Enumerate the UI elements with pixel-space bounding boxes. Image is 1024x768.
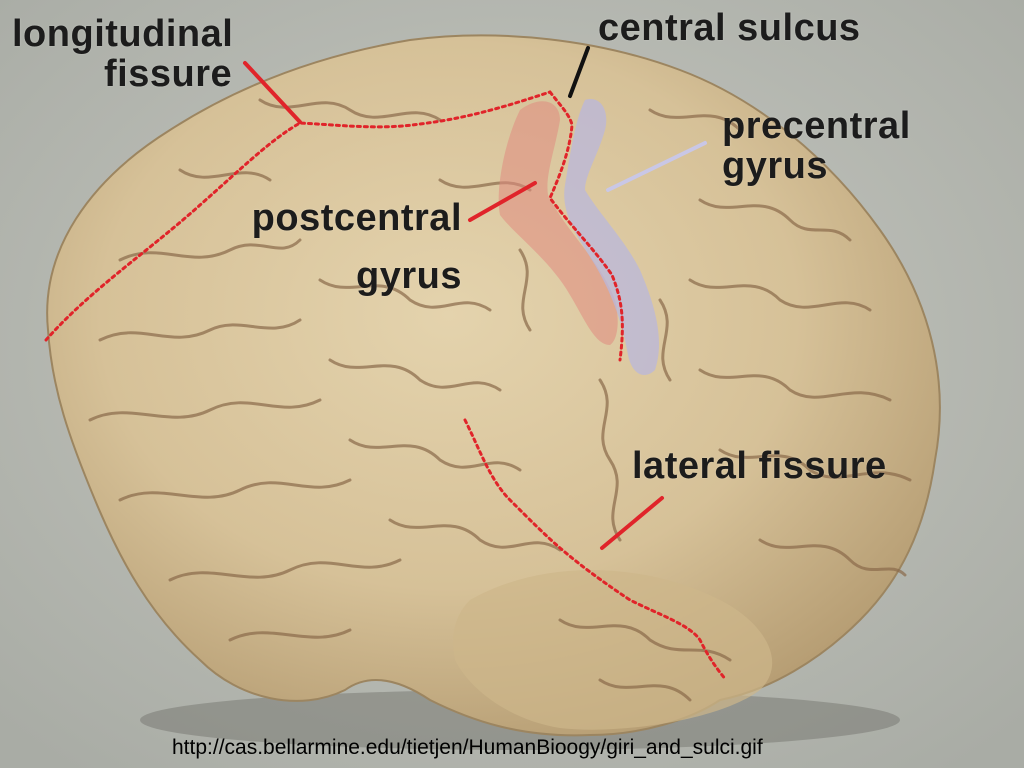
postcentral-gyrus-label-line1: postcentral — [251, 197, 462, 239]
source-url: http://cas.bellarmine.edu/tietjen/HumanB… — [172, 736, 763, 759]
lateral-fissure-label: lateral fissure — [632, 445, 887, 487]
precentral-highlight — [564, 99, 660, 375]
precentral-gyrus-label-line2: gyrus — [722, 145, 828, 187]
central-sulcus-line — [548, 90, 624, 362]
lateral-pointer — [600, 496, 664, 550]
longitudinal-fissure-label: longitudinal fissure — [12, 14, 233, 94]
longitudinal-fissure-line — [44, 90, 552, 342]
postcentral-gyrus-label-line2: gyrus — [356, 255, 462, 297]
precentral-pointer — [606, 141, 707, 192]
postcentral-gyrus-label: postcentral gyrus — [240, 198, 462, 296]
longitudinal-fissure-label-line2: fissure — [104, 53, 233, 95]
central-sulcus-pointer — [568, 46, 590, 98]
postcentral-pointer — [468, 181, 537, 222]
precentral-gyrus-label: precentral gyrus — [722, 106, 911, 186]
postcentral-highlight — [498, 101, 618, 345]
lateral-fissure-line — [463, 418, 728, 682]
longitudinal-pointer — [243, 61, 302, 124]
temporal-lobe — [453, 570, 773, 730]
boundary-lines — [44, 90, 728, 682]
longitudinal-fissure-label-line1: longitudinal — [12, 13, 234, 55]
precentral-gyrus-label-line1: precentral — [722, 105, 911, 147]
pointer-lines — [243, 46, 707, 550]
central-sulcus-label: central sulcus — [598, 7, 861, 49]
